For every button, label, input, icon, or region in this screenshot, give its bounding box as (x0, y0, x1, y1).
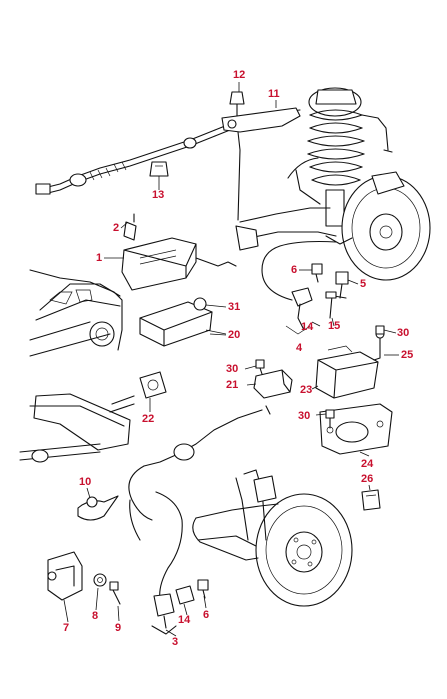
bolt-30-a (375, 325, 385, 335)
callout-9: 9 (115, 622, 122, 634)
callout-12: 12 (233, 69, 246, 81)
callout-23: 23 (300, 384, 313, 396)
brake-disc-lower (255, 493, 353, 607)
callout-8: 8 (92, 610, 99, 622)
control-arm-lower (192, 469, 279, 561)
callout-6-lower: 6 (203, 609, 210, 621)
clip-12 (229, 91, 245, 117)
suspension-strut (307, 87, 393, 227)
steering-column (19, 393, 135, 463)
callout-31: 31 (228, 301, 241, 313)
bracket-10 (77, 495, 119, 521)
housing-23 (315, 329, 385, 399)
sensor-21 (253, 369, 293, 399)
callout-30-a: 30 (397, 327, 410, 339)
leader-lines (63, 82, 399, 637)
callout-3: 3 (172, 636, 179, 648)
callout-20: 20 (228, 329, 241, 341)
callout-10: 10 (79, 476, 92, 488)
callout-5: 5 (360, 278, 367, 290)
callout-24: 24 (361, 458, 374, 470)
callout-14-lower: 14 (178, 614, 191, 626)
sensor-wire-upper (261, 240, 337, 335)
bolt-15 (325, 291, 337, 319)
callout-22: 22 (142, 413, 155, 425)
sensor-bolt-6-upper (311, 263, 323, 283)
callout-11: 11 (268, 88, 280, 100)
callout-7: 7 (63, 622, 70, 634)
sensor-wire-lower (128, 405, 271, 635)
sensor-14-lower (175, 585, 195, 605)
bracket-7 (47, 551, 83, 601)
callout-13: 13 (152, 189, 165, 201)
callout-30-c: 30 (298, 410, 311, 422)
callout-4: 4 (296, 342, 303, 354)
nut-8 (93, 573, 107, 587)
callout-30-b: 30 (226, 363, 239, 375)
bolt-30-b (255, 359, 265, 375)
callout-25: 25 (401, 349, 414, 361)
callout-1: 1 (96, 252, 103, 264)
callout-2: 2 (113, 222, 120, 234)
callout-6-upper: 6 (291, 264, 298, 276)
clip-13 (149, 161, 169, 177)
brake-disc-upper (341, 171, 431, 281)
control-unit-1 (121, 213, 237, 291)
bracket-24 (319, 403, 393, 455)
bolt-6-lower (197, 579, 209, 599)
vehicle-silhouette (29, 269, 123, 357)
callout-26: 26 (361, 473, 374, 485)
bolt-9 (109, 581, 121, 605)
bracket-11 (221, 107, 301, 221)
callout-15: 15 (328, 320, 341, 332)
clip-26 (361, 489, 381, 511)
airbag-control-unit-20 (139, 297, 227, 347)
callout-21: 21 (226, 379, 239, 391)
sensor-22 (139, 371, 167, 399)
control-arm-upper (235, 157, 353, 251)
callout-14-upper: 14 (301, 321, 314, 333)
sensor-5 (333, 271, 349, 299)
